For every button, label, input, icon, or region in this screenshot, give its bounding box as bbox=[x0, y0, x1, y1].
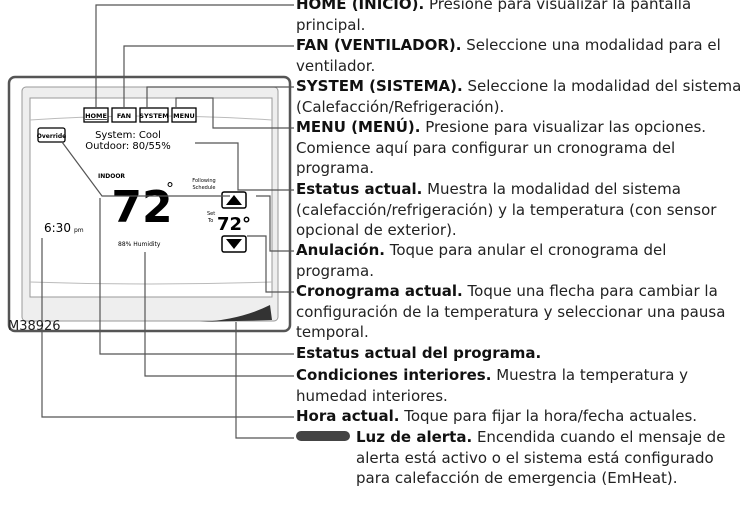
leader-alert bbox=[235, 322, 294, 439]
annotation-system: SYSTEM (SISTEMA). Seleccione la modalida… bbox=[296, 76, 744, 117]
annotation-time: Hora actual. Toque para fijar la hora/fe… bbox=[296, 406, 744, 427]
up-arrow-icon bbox=[226, 195, 242, 205]
indoor-humidity: 88% Humidity bbox=[118, 241, 161, 248]
annotation-schedule-text: Toque una flecha para cambiar la configu… bbox=[296, 282, 726, 341]
annotation-status-title: Estatus actual. bbox=[296, 180, 423, 198]
set-temperature: 72° bbox=[217, 214, 251, 235]
annotation-program: Estatus actual del programa. bbox=[296, 343, 744, 364]
fan-button-label: FAN bbox=[117, 112, 131, 120]
annotation-menu: MENU (MENÚ). Presione para visualizar la… bbox=[296, 117, 744, 179]
alert-light bbox=[200, 305, 272, 322]
annotation-indoor-text: Muestra la temperatura y humedad interio… bbox=[296, 366, 689, 405]
system-status: System: Cool bbox=[95, 130, 161, 141]
leader-override bbox=[61, 141, 230, 197]
annotation-alert-body: Luz de alerta. Encendida cuando el mensa… bbox=[296, 427, 744, 489]
figure-code: M38926 bbox=[8, 319, 61, 334]
schedule-label: Schedule bbox=[193, 185, 216, 191]
current-time: 6:30 bbox=[44, 221, 71, 235]
override-label: Override bbox=[37, 133, 66, 140]
leader-time bbox=[41, 238, 294, 418]
leader-home bbox=[95, 4, 294, 108]
annotation-system-text: Seleccione la modalidad del sistema (Cal… bbox=[296, 77, 742, 116]
annotation-home-title: HOME (INICIO). bbox=[296, 0, 425, 13]
leader-program bbox=[99, 198, 294, 355]
annotation-schedule: Cronograma actual. Toque una flecha para… bbox=[296, 281, 744, 343]
annotation-program-title: Estatus actual del programa. bbox=[296, 344, 542, 362]
annotation-override: Anulación. Toque para anular el cronogra… bbox=[296, 240, 744, 281]
leader-fan bbox=[123, 45, 294, 108]
annotation-system-title: SYSTEM (SISTEMA). bbox=[296, 77, 463, 95]
indoor-degree: ° bbox=[166, 179, 174, 198]
annotation-schedule-title: Cronograma actual. bbox=[296, 282, 463, 300]
annotation-override-title: Anulación. bbox=[296, 241, 385, 259]
down-arrow-icon bbox=[226, 239, 242, 249]
override-button[interactable] bbox=[37, 127, 66, 143]
menu-button[interactable] bbox=[171, 107, 197, 123]
annotation-indoor: Condiciones interiores. Muestra la tempe… bbox=[296, 365, 744, 406]
to-label: To bbox=[207, 218, 213, 224]
annotation-override-text: Toque para anular el cronograma del prog… bbox=[296, 241, 667, 280]
leader-indoor bbox=[144, 252, 294, 377]
leader-system bbox=[146, 86, 294, 108]
leader-override-elbow bbox=[256, 195, 294, 252]
time-ampm: pm bbox=[74, 227, 84, 234]
annotation-time-title: Hora actual. bbox=[296, 407, 400, 425]
menu-button-label: MENU bbox=[173, 112, 195, 120]
annotation-home-text: Presione para visualizar la pantalla pri… bbox=[296, 0, 692, 34]
annotation-indoor-title: Condiciones interiores. bbox=[296, 366, 492, 384]
annotation-fan-text: Seleccione una modalidad para el ventila… bbox=[296, 36, 721, 75]
following-label: Following bbox=[192, 178, 215, 184]
leader-status bbox=[195, 142, 294, 191]
annotation-fan: FAN (VENTILADOR). Seleccione una modalid… bbox=[296, 35, 744, 76]
screen-bottom-band bbox=[29, 281, 273, 285]
annotation-status-text: Muestra la modalidad del sistema (calefa… bbox=[296, 180, 717, 239]
leader-lines bbox=[41, 4, 294, 439]
home-button-label: HOME bbox=[85, 112, 107, 120]
leader-menu bbox=[175, 97, 294, 129]
system-button-label: SYSTEM bbox=[139, 112, 168, 120]
annotation-menu-text: Presione para visualizar las opciones. C… bbox=[296, 118, 707, 177]
set-label: Set bbox=[207, 211, 215, 217]
annotation-fan-title: FAN (VENTILADOR). bbox=[296, 36, 462, 54]
leader-schedule bbox=[247, 235, 294, 293]
annotation-menu-title: MENU (MENÚ). bbox=[296, 118, 421, 136]
annotation-alert-title: Luz de alerta. bbox=[356, 428, 473, 446]
annotation-alert-text: Encendida cuando el mensaje de alerta es… bbox=[356, 428, 726, 487]
annotation-home: HOME (INICIO). Presione para visualizar … bbox=[296, 0, 744, 35]
annotation-status: Estatus actual. Muestra la modalidad del… bbox=[296, 179, 744, 241]
system-button[interactable] bbox=[139, 107, 169, 123]
annotation-alert: Luz de alerta. Encendida cuando el mensa… bbox=[296, 427, 744, 489]
outdoor-status: Outdoor: 80/55% bbox=[85, 141, 171, 152]
indoor-temperature: 72 bbox=[111, 182, 172, 233]
annotation-time-text: Toque para fijar la hora/fecha actuales. bbox=[404, 407, 698, 425]
alert-light-legend-icon bbox=[296, 431, 350, 441]
indoor-label: INDOOR bbox=[98, 173, 125, 180]
